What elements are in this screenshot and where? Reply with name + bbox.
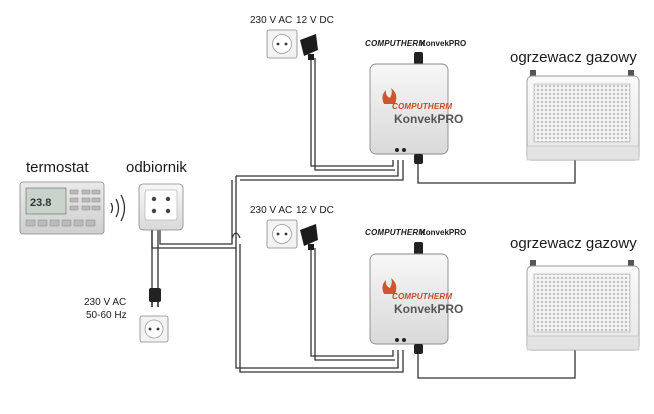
thermostat-display-value: 23.8 — [30, 197, 51, 209]
top-power-adapter-icon — [300, 34, 318, 60]
bottom-heater-label: ogrzewacz gazowy — [510, 235, 637, 252]
thermostat-label: termostat — [26, 159, 89, 176]
top-ac-label: 230 V AC — [250, 15, 293, 26]
top-box-model: KonvekPRO — [394, 112, 464, 126]
bottom-gas-heater — [526, 260, 640, 351]
top-module-brand: COMPUTHERM — [365, 39, 426, 48]
top-heater-label: ogrzewacz gazowy — [510, 49, 637, 66]
top-module-model: KonvekPRO — [420, 39, 467, 48]
wires — [151, 58, 576, 379]
bottom-ac-label: 230 V AC — [250, 205, 293, 216]
bottom-box-model: KonvekPRO — [394, 302, 464, 316]
wireless-signal-icon — [110, 194, 126, 222]
top-box-brand: COMPUTHERM — [392, 102, 453, 111]
top-gas-heater — [526, 70, 640, 161]
bottom-flame-logo-icon — [382, 278, 397, 294]
receiver-label: odbiornik — [126, 159, 187, 176]
top-flame-logo-icon — [382, 88, 397, 104]
bottom-module-model: KonvekPRO — [420, 228, 467, 237]
thermostat-device: 23.8 — [19, 181, 105, 235]
top-konvekpro-module — [369, 52, 449, 164]
mains-voltage-label: 230 V AC — [84, 297, 127, 308]
top-wall-socket-icon — [266, 29, 298, 59]
bottom-power-adapter-icon — [300, 224, 318, 250]
receiver-wall-socket-icon — [139, 315, 169, 343]
bottom-box-brand: COMPUTHERM — [392, 292, 453, 301]
receiver-plug-icon — [149, 288, 161, 307]
top-dc-label: 12 V DC — [296, 15, 334, 26]
bottom-module-brand: COMPUTHERM — [365, 228, 426, 237]
mains-frequency-label: 50-60 Hz — [86, 310, 127, 321]
bottom-wall-socket-icon — [266, 219, 298, 249]
bottom-konvekpro-module — [369, 242, 449, 354]
receiver-device — [138, 183, 184, 231]
bottom-dc-label: 12 V DC — [296, 205, 334, 216]
